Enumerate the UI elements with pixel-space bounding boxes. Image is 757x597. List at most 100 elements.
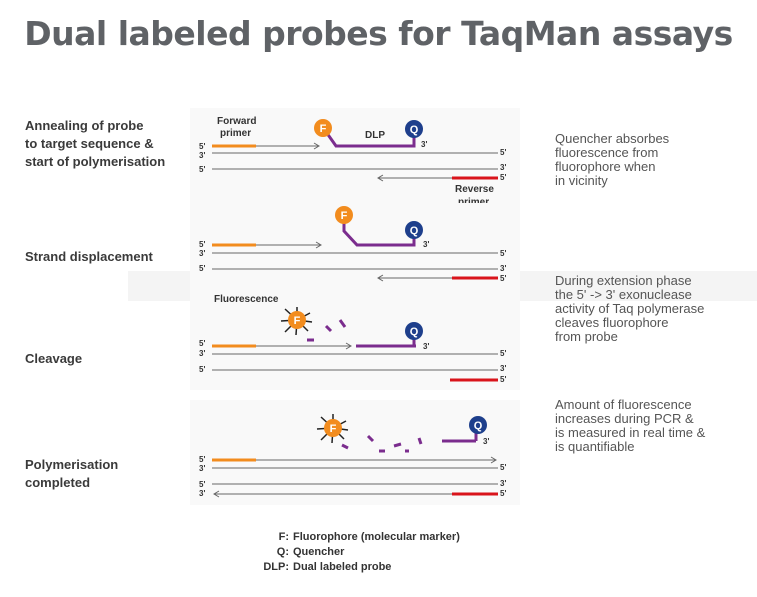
three-prime-label: 3': [199, 464, 205, 473]
extension-arrowhead: [345, 342, 352, 350]
extension-arrowhead: [377, 174, 384, 182]
stage-label-polymerisation-completed: Polymerisation completed: [25, 456, 118, 492]
extension-arrowhead: [315, 241, 322, 249]
legend-item-quencher: Q: Quencher: [245, 545, 460, 560]
stage-label-line: Cleavage: [25, 351, 83, 366]
panel-annealing: Forward primer DLP 5' 3' 5' 5' 3' 5' 3' …: [190, 108, 520, 214]
three-prime-label: 3': [423, 240, 429, 249]
quencher-letter: Q: [410, 225, 419, 237]
stage-label-line: start of polymerisation: [25, 154, 166, 169]
stage-label-line: Annealing of probe: [25, 118, 144, 133]
five-prime-label: 5': [500, 249, 506, 258]
stage-label-annealing: Annealing of probe to target sequence & …: [25, 117, 165, 171]
five-prime-label: 5': [199, 480, 205, 489]
note-line: is quantifiable: [555, 439, 635, 454]
legend: F: Fluorophore (molecular marker) Q: Que…: [245, 530, 460, 575]
three-prime-label: 3': [199, 349, 205, 358]
note-line: fluorescence from: [555, 145, 659, 160]
five-prime-label: 5': [500, 375, 506, 384]
note-line: increases during PCR &: [555, 411, 694, 426]
three-prime-label: 3': [500, 479, 506, 488]
fluorophore-letter: F: [320, 123, 327, 135]
stage-label-line: to target sequence &: [25, 136, 154, 151]
fluorophore-icon: [314, 119, 332, 137]
quencher-icon: [405, 120, 423, 138]
legend-item-dlp: DLP: Dual labeled probe: [245, 560, 460, 575]
quencher-letter: Q: [410, 124, 419, 136]
three-prime-label: 3': [500, 364, 506, 373]
extension-arrowhead: [490, 456, 497, 464]
three-prime-label: 3': [500, 163, 506, 172]
five-prime-label: 5': [500, 173, 506, 182]
quencher-icon: [405, 322, 423, 340]
extension-arrowhead: [313, 142, 320, 150]
stage-label-cleavage: Cleavage: [25, 350, 82, 368]
note-line: Quencher absorbes: [555, 131, 670, 146]
fluorescence-label: Fluorescence: [214, 294, 279, 305]
five-prime-label: 5': [500, 489, 506, 498]
five-prime-label: 5': [500, 349, 506, 358]
legend-text: Fluorophore (molecular marker): [293, 531, 460, 543]
legend-key: DLP:: [263, 561, 289, 573]
reverse-primer-label: Reverse: [455, 184, 494, 195]
five-prime-label: 5': [500, 463, 506, 472]
quencher-letter: Q: [410, 326, 419, 338]
five-prime-label: 5': [199, 165, 205, 174]
page-title: Dual labeled probes for TaqMan assays: [24, 14, 733, 53]
note-line: Amount of fluorescence: [555, 397, 692, 412]
five-prime-label: 5': [199, 365, 205, 374]
note-line: activity of Taq polymerase: [555, 301, 705, 316]
three-prime-label: 3': [199, 249, 205, 258]
cleaved-probe-fragments: [341, 434, 423, 453]
stage-label-line: Strand displacement: [25, 249, 153, 264]
quencher-icon: [469, 416, 487, 434]
panel-cleavage: Fluorescence F 5' 3' 5' 5' 3' 5' 3' Q: [190, 290, 520, 390]
note-line: cleaves fluorophore: [555, 315, 669, 330]
three-prime-label: 3': [199, 489, 205, 498]
note-line: in vicinity: [555, 173, 608, 188]
note-line: is measured in real time &: [555, 425, 706, 440]
fluorophore-icon: [288, 311, 306, 329]
note-quencher: Quencher absorbes fluorescence from fluo…: [555, 132, 669, 188]
three-prime-label: 3': [199, 151, 205, 160]
note-exonuclease: During extension phase the 5' -> 3' exon…: [555, 274, 704, 344]
stage-label-strand-displacement: Strand displacement: [25, 248, 153, 266]
five-prime-label: 5': [199, 142, 205, 151]
legend-key: F:: [278, 531, 289, 543]
note-fluorescence-measure: Amount of fluorescence increases during …: [555, 398, 705, 454]
dual-labeled-probe: [342, 219, 416, 247]
five-prime-label: 5': [500, 274, 506, 283]
five-prime-label: 5': [500, 148, 506, 157]
quencher-icon: [405, 221, 423, 239]
forward-primer-label: Forward: [217, 116, 256, 127]
extension-arrowhead: [377, 274, 384, 282]
panel-strand-displacement: 5' 3' 5' 5' 3' 5' 3' F Q: [190, 203, 520, 291]
cleaved-probe-fragments: [307, 319, 347, 342]
three-prime-label: 3': [500, 264, 506, 273]
five-prime-label: 5': [199, 455, 205, 464]
extension-arrowhead: [213, 490, 220, 498]
fluorophore-letter: F: [330, 423, 337, 435]
note-line: During extension phase: [555, 273, 692, 288]
legend-text: Quencher: [293, 546, 345, 558]
dlp-label: DLP: [365, 130, 385, 141]
reverse-primer-label: primer: [458, 197, 489, 208]
fluorophore-letter: F: [294, 315, 301, 327]
dual-labeled-probe: [322, 128, 416, 148]
note-line: the 5' -> 3' exonuclease: [555, 287, 692, 302]
three-prime-label: 3': [483, 437, 489, 446]
three-prime-label: 3': [421, 140, 427, 149]
fluorophore-icon: [335, 206, 353, 224]
legend-item-fluorophore: F: Fluorophore (molecular marker): [245, 530, 460, 545]
quencher-letter: Q: [474, 420, 483, 432]
stage-label-line: completed: [25, 475, 91, 490]
forward-primer-label: primer: [220, 128, 251, 139]
note-line: from probe: [555, 329, 618, 344]
note-line: fluorophore when: [555, 159, 656, 174]
legend-text: Dual labeled probe: [293, 561, 392, 573]
stage-label-line: Polymerisation: [25, 457, 119, 472]
five-prime-label: 5': [199, 339, 205, 348]
five-prime-label: 5': [199, 240, 205, 249]
three-prime-label: 3': [423, 342, 429, 351]
panel-polymerisation-completed: F Q 3' 5' 3' 5' 3' 5' 3' 5': [190, 400, 520, 505]
